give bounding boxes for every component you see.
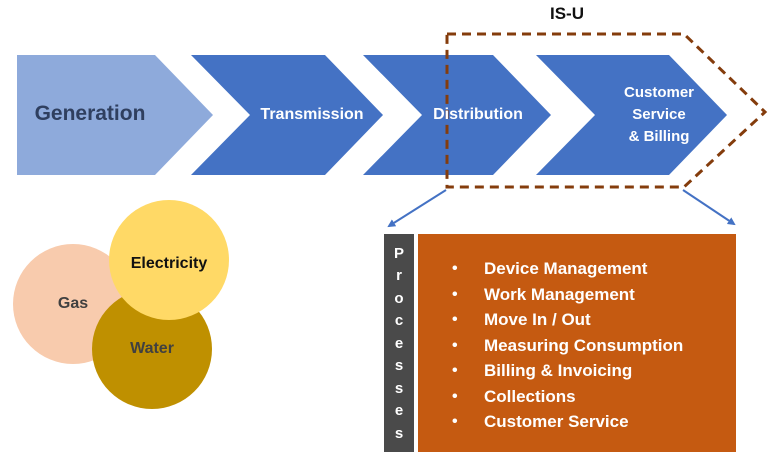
process-item: Move In / Out xyxy=(452,307,736,333)
process-item: Device Management xyxy=(452,256,736,282)
process-item: Measuring Consumption xyxy=(452,333,736,359)
chevron-label-transmission: Transmission xyxy=(260,106,364,123)
circle-label-gas: Gas xyxy=(57,295,89,312)
chevron-label-distribution: Distribution xyxy=(433,106,523,123)
processes-heading-letter: o xyxy=(394,289,404,307)
processes-heading-letter: s xyxy=(394,357,404,374)
process-item: Customer Service xyxy=(452,409,736,435)
circle-label-electricity: Electricity xyxy=(130,255,208,272)
process-item: Collections xyxy=(452,384,736,410)
arrow-left xyxy=(387,189,447,228)
processes-heading-letter: e xyxy=(394,334,404,352)
processes-heading-letter: r xyxy=(396,267,402,284)
process-item: Billing & Invoicing xyxy=(452,358,736,384)
arrow-right xyxy=(682,189,736,226)
chevron-customer-service xyxy=(536,55,727,175)
processes-heading-letter: c xyxy=(394,312,404,329)
processes-heading-letter: s xyxy=(394,379,404,397)
chevron-distribution xyxy=(363,55,551,175)
circle-water xyxy=(92,289,212,409)
chevron-label-generation: Generation xyxy=(34,102,146,125)
chevron-label-customer-service: Customer Service & Billing xyxy=(623,84,694,145)
processes-box: Device Management Work Management Move I… xyxy=(418,234,736,452)
processes-heading-letter: s xyxy=(394,424,404,442)
chevron-transmission xyxy=(191,55,383,175)
process-item: Work Management xyxy=(452,282,736,308)
circle-label-water: Water xyxy=(130,340,174,357)
isu-dashed-boundary xyxy=(445,32,768,189)
processes-heading-letter: e xyxy=(394,402,404,419)
circle-electricity xyxy=(109,200,229,320)
processes-list: Device Management Work Management Move I… xyxy=(452,256,736,435)
isu-title: IS-U xyxy=(550,4,584,23)
processes-heading-letter: P xyxy=(393,244,404,262)
chevron-generation xyxy=(17,55,213,175)
